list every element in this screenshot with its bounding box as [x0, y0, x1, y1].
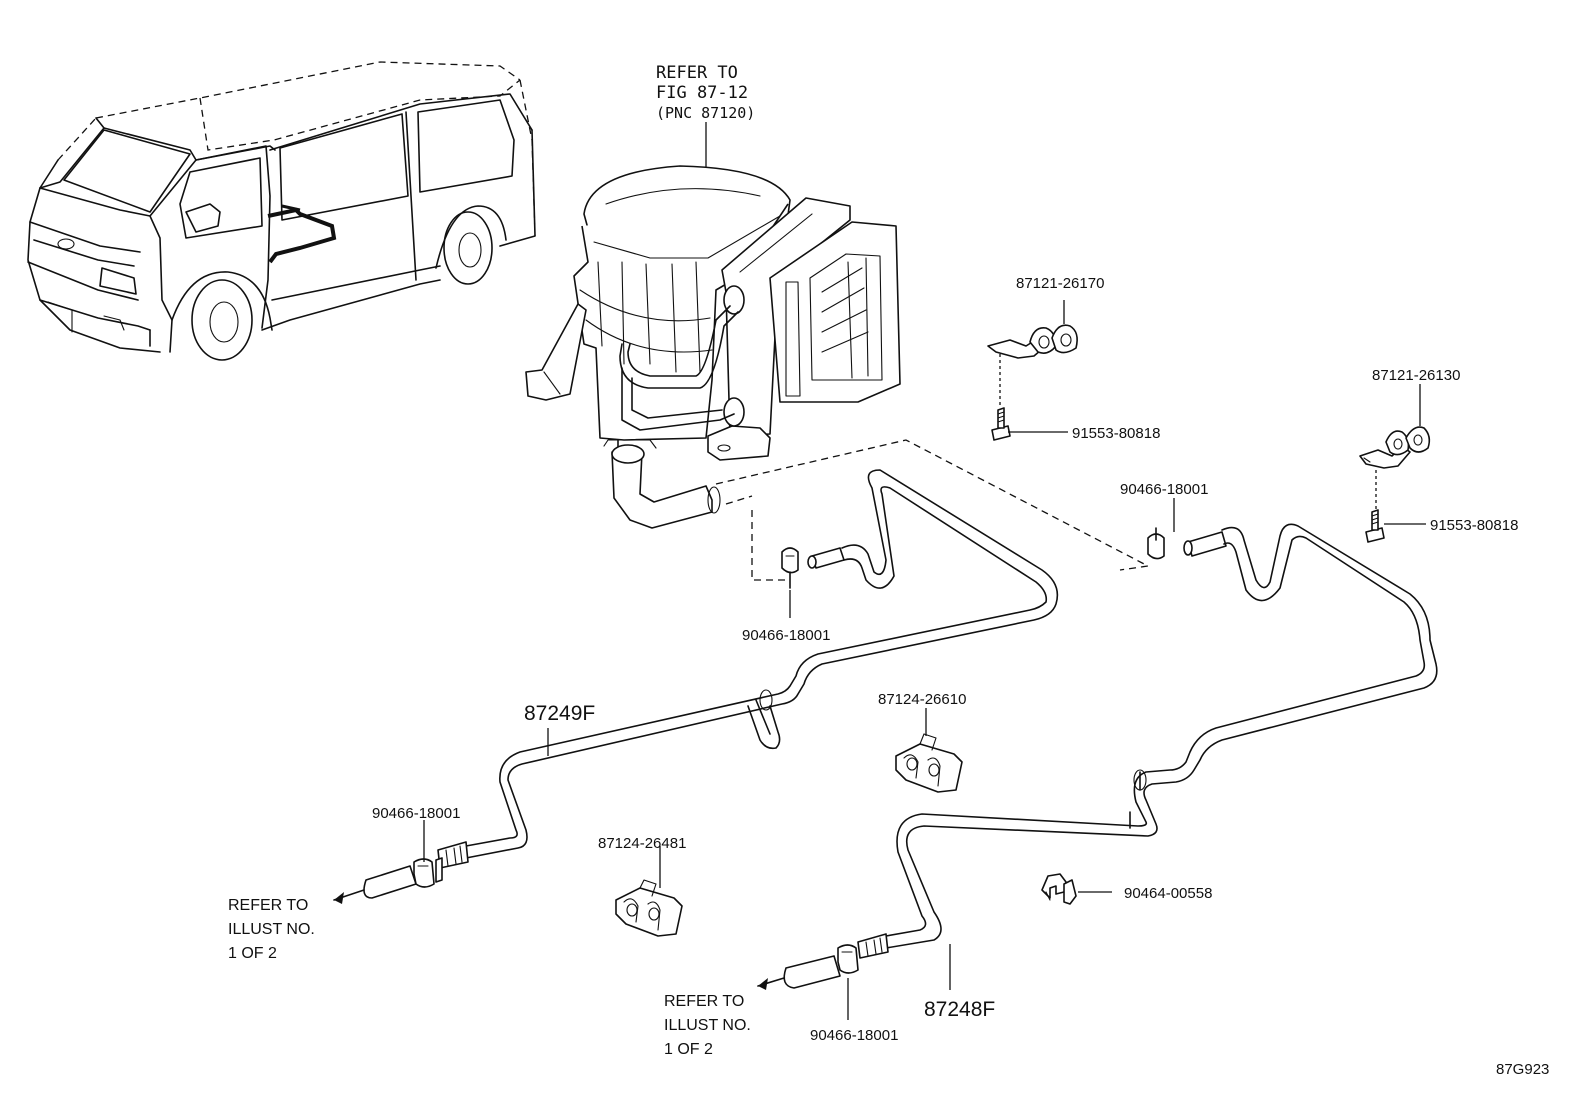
pipe-front-drawing: [857, 523, 1438, 959]
refer-top-line1: REFER TO: [656, 63, 738, 83]
ac-unit: [525, 122, 901, 529]
part-label-clamp-mid[interactable]: 87124-26610: [878, 691, 966, 708]
part-label-clamp-top[interactable]: 87121-26170: [1016, 275, 1104, 292]
refer-left-line2: ILLUST NO.: [228, 921, 315, 938]
part-label-clamp-lower[interactable]: 87124-26481: [598, 835, 686, 852]
part-label-clamp-right[interactable]: 87121-26130: [1372, 367, 1460, 384]
refer-left-line3: 1 OF 2: [228, 945, 277, 962]
hose-clamp-right-drawing: [1147, 527, 1227, 560]
part-label-bolt-right[interactable]: 91553-80818: [1430, 517, 1518, 534]
part-label-hose-clamp-center[interactable]: 90466-18001: [1120, 481, 1208, 498]
hose-left-drawing: [333, 857, 443, 904]
clip-drawing: [1041, 873, 1077, 905]
refer-left-line1: REFER TO: [228, 897, 308, 914]
clamp-lower-drawing: [615, 879, 683, 937]
part-label-pipe-front[interactable]: 87248F: [924, 998, 995, 1021]
part-label-hose-clamp-left[interactable]: 90466-18001: [372, 805, 460, 822]
part-label-clip[interactable]: 90464-00558: [1124, 885, 1212, 902]
van-illustration: [27, 61, 536, 361]
refer-bottom-line3: 1 OF 2: [664, 1041, 713, 1058]
part-label-hose-clamp-bottom[interactable]: 90466-18001: [810, 1027, 898, 1044]
refer-bottom-line2: ILLUST NO.: [664, 1017, 751, 1034]
clamp-mid-drawing: [895, 733, 963, 793]
refer-top-line2: FIG 87-12: [656, 83, 748, 103]
part-label-bolt-top[interactable]: 91553-80818: [1072, 425, 1160, 442]
pipe-rear-drawing: [437, 469, 1059, 869]
figure-code: 87G923: [1496, 1061, 1549, 1078]
part-label-hose-clamp-upper-left[interactable]: 90466-18001: [742, 627, 830, 644]
refer-top-line3: (PNC 87120): [656, 104, 755, 122]
refer-bottom-line1: REFER TO: [664, 993, 744, 1010]
clamp-top-drawing: [987, 324, 1078, 441]
hose-bottom-drawing: [757, 944, 859, 990]
clamp-right-drawing: [1359, 426, 1431, 543]
hose-clamp-center-drawing: [781, 547, 845, 589]
part-label-pipe-rear[interactable]: 87249F: [524, 702, 595, 725]
